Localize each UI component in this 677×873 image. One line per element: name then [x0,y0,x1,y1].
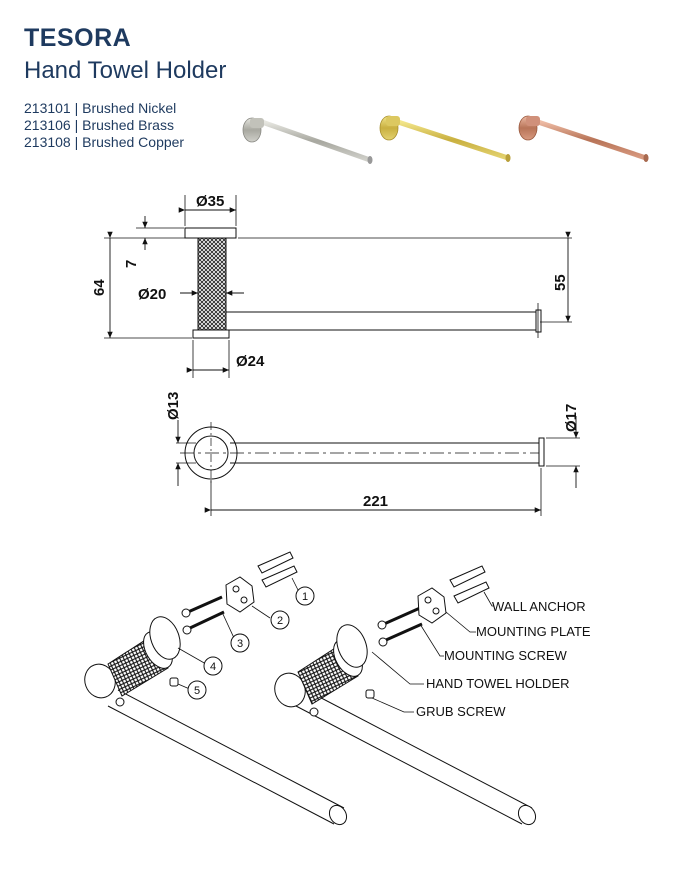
brand-name: TESORA [24,24,132,52]
top-view [175,416,580,516]
label-hand-towel-holder: HAND TOWEL HOLDER [426,676,570,691]
label-grub-screw: GRUB SCREW [416,704,506,719]
product-codes: 213101 | Brushed Nickel 213106 | Brushed… [24,100,184,151]
part-number-5: 5 [194,685,200,697]
label-mounting-plate: MOUNTING PLATE [476,624,591,639]
dim-end-diameter: Ø17 [563,404,580,432]
part-number-3: 3 [237,638,243,650]
exploded-view-numbered [84,551,348,826]
dim-top-diameter: Ø35 [196,193,224,210]
part-number-4: 4 [210,661,216,673]
code-brass: 213106 | Brushed Brass [24,117,174,133]
side-view [104,195,572,378]
dim-knurl-diameter: Ø20 [138,286,166,303]
label-wall-anchor: WALL ANCHOR [492,599,586,614]
dim-base-diameter: Ø24 [236,353,265,370]
code-nickel: 213101 | Brushed Nickel [24,100,177,116]
exploded-view-labelled [274,565,537,826]
dim-bar-height: 55 [552,274,569,291]
photo-nickel [242,117,373,164]
product-title: Hand Towel Holder [24,57,227,84]
code-copper: 213108 | Brushed Copper [24,134,185,150]
dim-bar-diameter: Ø13 [165,392,182,420]
label-mounting-screw: MOUNTING SCREW [444,648,568,663]
dim-flange: 7 [123,260,140,268]
photo-brass [379,115,511,162]
dim-height: 64 [91,279,108,296]
part-number-1: 1 [302,591,308,603]
dim-length: 221 [363,493,388,510]
part-number-2: 2 [277,615,283,627]
photo-copper [518,115,649,162]
